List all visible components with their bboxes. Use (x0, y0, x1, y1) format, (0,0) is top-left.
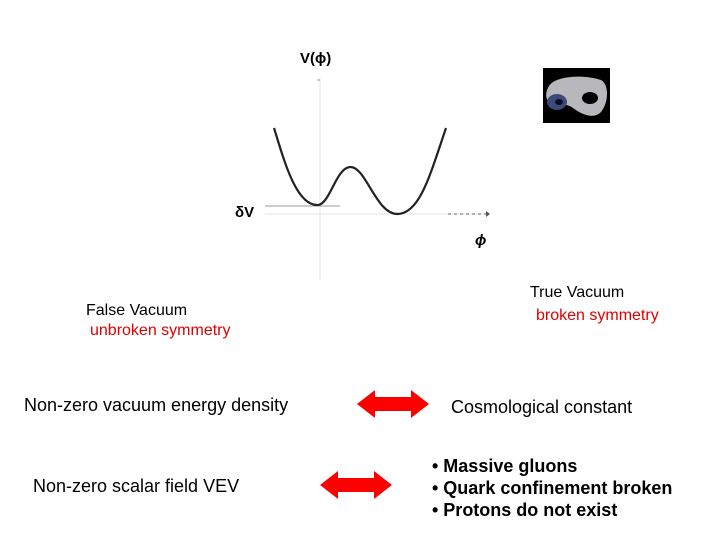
x-axis-arrowhead (486, 211, 490, 217)
false-vacuum-subtitle: unbroken symmetry (90, 322, 231, 339)
delta-v-label: δV (235, 204, 254, 221)
double-arrow-1 (357, 390, 429, 418)
y-axis-label: V(ϕ) (300, 50, 331, 67)
potential-diagram: V(ϕ) ϕ δV (235, 50, 490, 280)
consequence-item: • Protons do not exist (432, 500, 618, 520)
vacuum-energy-text: Non-zero vacuum energy density (24, 395, 289, 415)
false-vacuum-title: False Vacuum (86, 302, 188, 319)
gray-torus-shape-icon (546, 76, 607, 116)
true-vacuum-subtitle: broken symmetry (536, 307, 659, 324)
consequence-item: • Massive gluons (432, 456, 578, 476)
x-axis-label: ϕ (475, 232, 486, 249)
cosmological-constant-text: Cosmological constant (451, 397, 633, 417)
thumbnail-image (543, 68, 610, 123)
scalar-vev-text: Non-zero scalar field VEV (33, 476, 240, 496)
consequence-item: • Quark confinement broken (432, 478, 673, 498)
double-arrow-2 (320, 471, 392, 499)
consequences-list: • Massive gluons • Quark confinement bro… (432, 455, 672, 521)
true-vacuum-title: True Vacuum (530, 284, 625, 301)
potential-curve (272, 127, 448, 216)
